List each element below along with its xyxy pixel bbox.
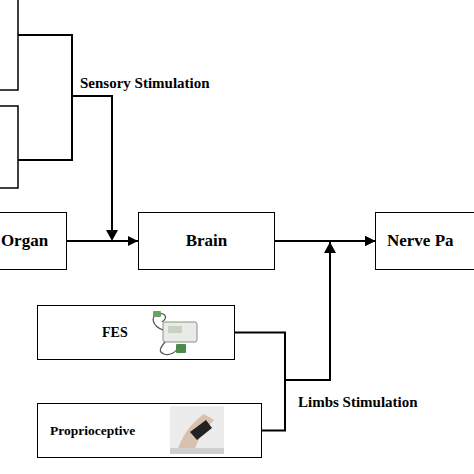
box-label: Nerve Pa (387, 231, 454, 251)
table-edge (170, 448, 224, 454)
device-body (163, 322, 197, 342)
process-box: Nerve Pa (375, 212, 474, 270)
process-box: Organ (0, 212, 67, 270)
fes-device-illustration (153, 311, 197, 355)
bracket-line (18, 35, 72, 160)
arm-shape (176, 414, 214, 454)
device-wire (153, 314, 165, 330)
box-label: Proprioceptive (50, 423, 135, 439)
electrode-pad (153, 311, 161, 317)
device-screen (168, 326, 182, 333)
proprioceptive-photo (170, 406, 224, 454)
flow-label: Sensory Stimulation (80, 75, 210, 92)
strap-shape (190, 420, 212, 440)
device-wire (160, 342, 178, 355)
box-label: Brain (186, 231, 228, 251)
box-label: Organ (1, 231, 48, 251)
photo-background (170, 406, 224, 454)
stimulus-line (72, 96, 112, 232)
process-box: Proprioceptive (37, 403, 262, 458)
electrode-pad (176, 344, 186, 353)
arrow-head (106, 230, 118, 241)
process-box: FES (37, 305, 235, 360)
process-box: Brain (138, 212, 275, 270)
box-label: FES (102, 325, 128, 341)
cropped-box (0, 0, 18, 90)
cropped-box (0, 106, 18, 188)
flow-label: Limbs Stimulation (298, 394, 418, 411)
flow-arrow (67, 240, 138, 242)
